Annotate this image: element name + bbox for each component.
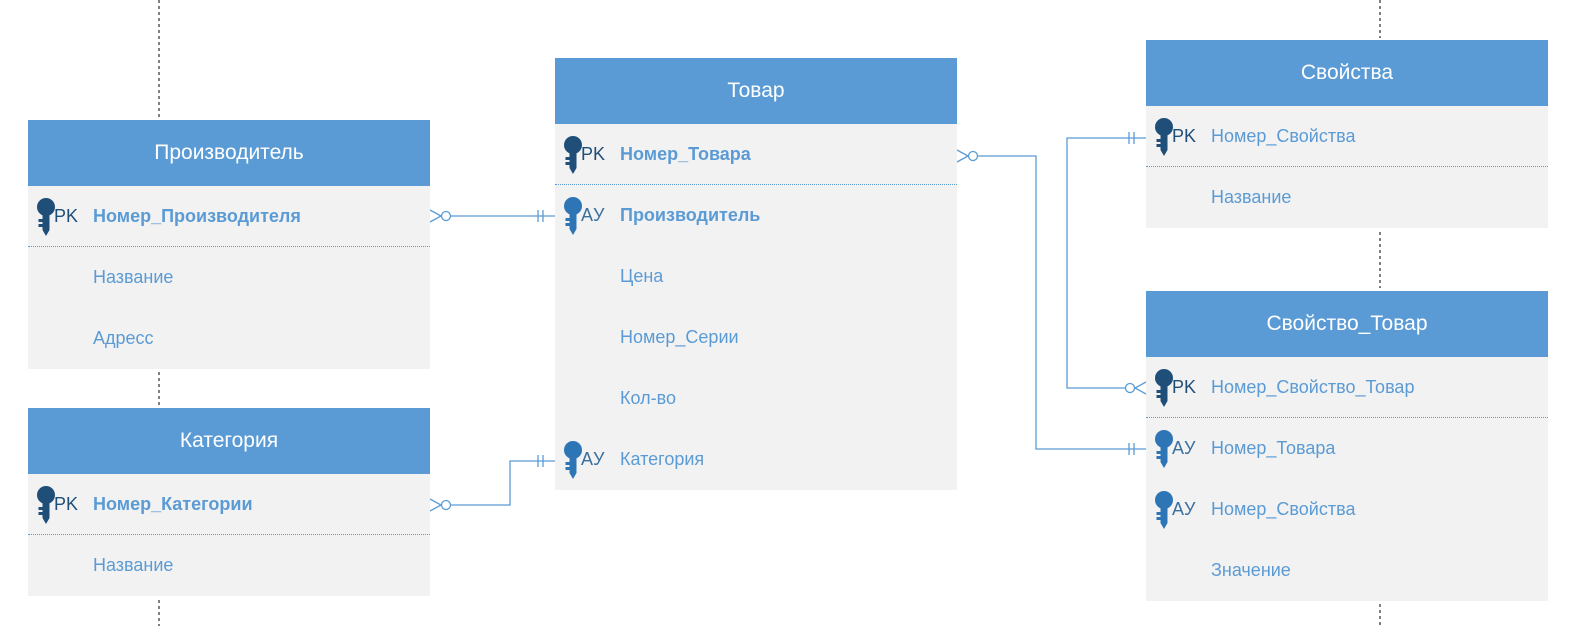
attribute-name: Кол-во xyxy=(620,388,676,408)
attribute-name: Номер_Товара xyxy=(620,144,751,164)
attribute-row[interactable]: Номер_Серии xyxy=(555,307,957,368)
key-type-label: AУ xyxy=(1172,499,1196,519)
attribute-row[interactable]: Название xyxy=(28,535,430,596)
entity-category[interactable]: Категория PK Номер_Категории Название xyxy=(28,408,430,596)
relationship-product-property-product[interactable] xyxy=(956,149,1146,455)
attribute-row[interactable]: Значение xyxy=(1146,540,1548,601)
attribute-row[interactable]: PK Номер_Производителя xyxy=(28,186,430,247)
primary-key-icon xyxy=(563,136,583,174)
entity-property-product-title: Свойство_Товар xyxy=(1146,291,1548,357)
attribute-name: Номер_Серии xyxy=(620,327,739,347)
primary-key-icon xyxy=(1154,369,1174,407)
foreign-key-icon xyxy=(563,197,583,235)
attribute-row[interactable]: AУ Производитель xyxy=(555,185,957,246)
key-type-label: AУ xyxy=(581,205,605,225)
attribute-name: Номер_Категории xyxy=(93,494,253,514)
relationship-manufacturer-product[interactable] xyxy=(429,209,555,223)
key-type-label: AУ xyxy=(1172,438,1196,458)
entity-properties[interactable]: Свойства PK Номер_Свойства Название xyxy=(1146,40,1548,228)
attribute-row[interactable]: Кол-во xyxy=(555,368,957,429)
foreign-key-icon xyxy=(563,441,583,479)
attribute-row[interactable]: Название xyxy=(1146,167,1548,228)
attribute-row[interactable]: AУ Номер_Свойства xyxy=(1146,479,1548,540)
relationship-category-product[interactable] xyxy=(429,455,555,512)
entity-product[interactable]: Товар PK Номер_Товара AУ Производитель Ц… xyxy=(555,58,957,490)
key-type-label: AУ xyxy=(581,449,605,469)
key-type-label: PK xyxy=(1172,126,1197,146)
entity-property-product[interactable]: Свойство_Товар PK Номер_Свойство_Товар A… xyxy=(1146,291,1548,601)
foreign-key-icon xyxy=(1154,430,1174,468)
attribute-name: Номер_Свойство_Товар xyxy=(1211,377,1415,397)
entity-properties-title: Свойства xyxy=(1146,40,1548,106)
attribute-row[interactable]: PK Номер_Категории xyxy=(28,474,430,535)
entity-category-title: Категория xyxy=(28,408,430,474)
foreign-key-icon xyxy=(1154,491,1174,529)
attribute-name: Номер_Свойства xyxy=(1211,126,1356,146)
attribute-row[interactable]: PK Номер_Свойства xyxy=(1146,106,1548,167)
relationship-properties-property-product[interactable] xyxy=(1066,132,1147,395)
entity-manufacturer-title: Производитель xyxy=(28,120,430,186)
attribute-row[interactable]: AУ Категория xyxy=(555,429,957,490)
attribute-name: Значение xyxy=(1211,560,1291,580)
attribute-name: Цена xyxy=(620,266,664,286)
entity-manufacturer[interactable]: Производитель PK Номер_Производителя Наз… xyxy=(28,120,430,369)
primary-key-icon xyxy=(36,198,56,236)
attribute-name: Категория xyxy=(620,449,705,469)
primary-key-icon xyxy=(36,486,56,524)
key-type-label: PK xyxy=(54,494,79,514)
attribute-row[interactable]: Адресс xyxy=(28,308,430,369)
attribute-name: Производитель xyxy=(620,205,761,225)
attribute-row[interactable]: PK Номер_Товара xyxy=(555,124,957,185)
attribute-name: Номер_Свойства xyxy=(1211,499,1356,519)
attribute-row[interactable]: PK Номер_Свойство_Товар xyxy=(1146,357,1548,418)
attribute-name: Номер_Товара xyxy=(1211,438,1336,458)
attribute-name: Адресс xyxy=(93,328,154,348)
key-type-label: PK xyxy=(54,206,79,226)
primary-key-icon xyxy=(1154,118,1174,156)
key-type-label: PK xyxy=(581,144,606,164)
attribute-row[interactable]: Цена xyxy=(555,246,957,307)
attribute-row[interactable]: Название xyxy=(28,247,430,308)
attribute-row[interactable]: AУ Номер_Товара xyxy=(1146,418,1548,479)
attribute-name: Номер_Производителя xyxy=(93,206,301,226)
key-type-label: PK xyxy=(1172,377,1197,397)
attribute-name: Название xyxy=(1211,187,1292,207)
attribute-name: Название xyxy=(93,267,174,287)
attribute-name: Название xyxy=(93,555,174,575)
entity-product-title: Товар xyxy=(555,58,957,124)
